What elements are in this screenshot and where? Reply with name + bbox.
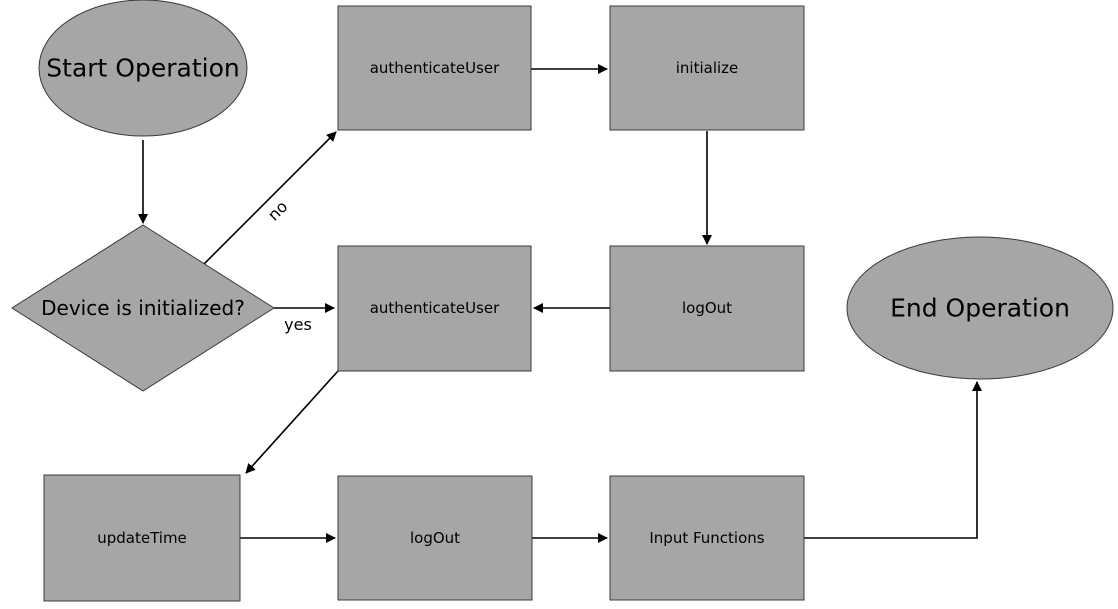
update-time-label: updateTime bbox=[97, 529, 187, 547]
authenticate-user-node-1: authenticateUser bbox=[337, 5, 532, 131]
update-time-node: updateTime bbox=[43, 474, 241, 602]
input-functions-node: Input Functions bbox=[609, 475, 805, 601]
edge-inputfunctions-to-end bbox=[804, 381, 982, 539]
logout-label-1: logOut bbox=[682, 299, 732, 317]
start-operation-node: Start Operation bbox=[38, 0, 248, 137]
decision-label: Device is initialized? bbox=[41, 296, 245, 320]
authenticate-user-label-1: authenticateUser bbox=[370, 59, 500, 77]
logout-node-1: logOut bbox=[609, 245, 805, 372]
initialize-label: initialize bbox=[676, 59, 739, 77]
end-operation-label: End Operation bbox=[890, 294, 1070, 323]
logout-node-2: logOut bbox=[337, 475, 533, 601]
logout-label-2: logOut bbox=[410, 529, 460, 547]
authenticate-user-node-2: authenticateUser bbox=[337, 245, 532, 372]
edge-decision-to-auth1 bbox=[202, 131, 337, 266]
start-operation-label: Start Operation bbox=[46, 54, 239, 83]
initialize-node: initialize bbox=[609, 5, 805, 131]
edge-label-yes: yes bbox=[284, 315, 312, 334]
end-operation-node: End Operation bbox=[846, 236, 1114, 380]
edge-auth2-to-updatetime bbox=[245, 370, 339, 474]
decision-device-initialized-node: Device is initialized? bbox=[11, 224, 275, 392]
input-functions-label: Input Functions bbox=[649, 529, 764, 547]
authenticate-user-label-2: authenticateUser bbox=[370, 299, 500, 317]
